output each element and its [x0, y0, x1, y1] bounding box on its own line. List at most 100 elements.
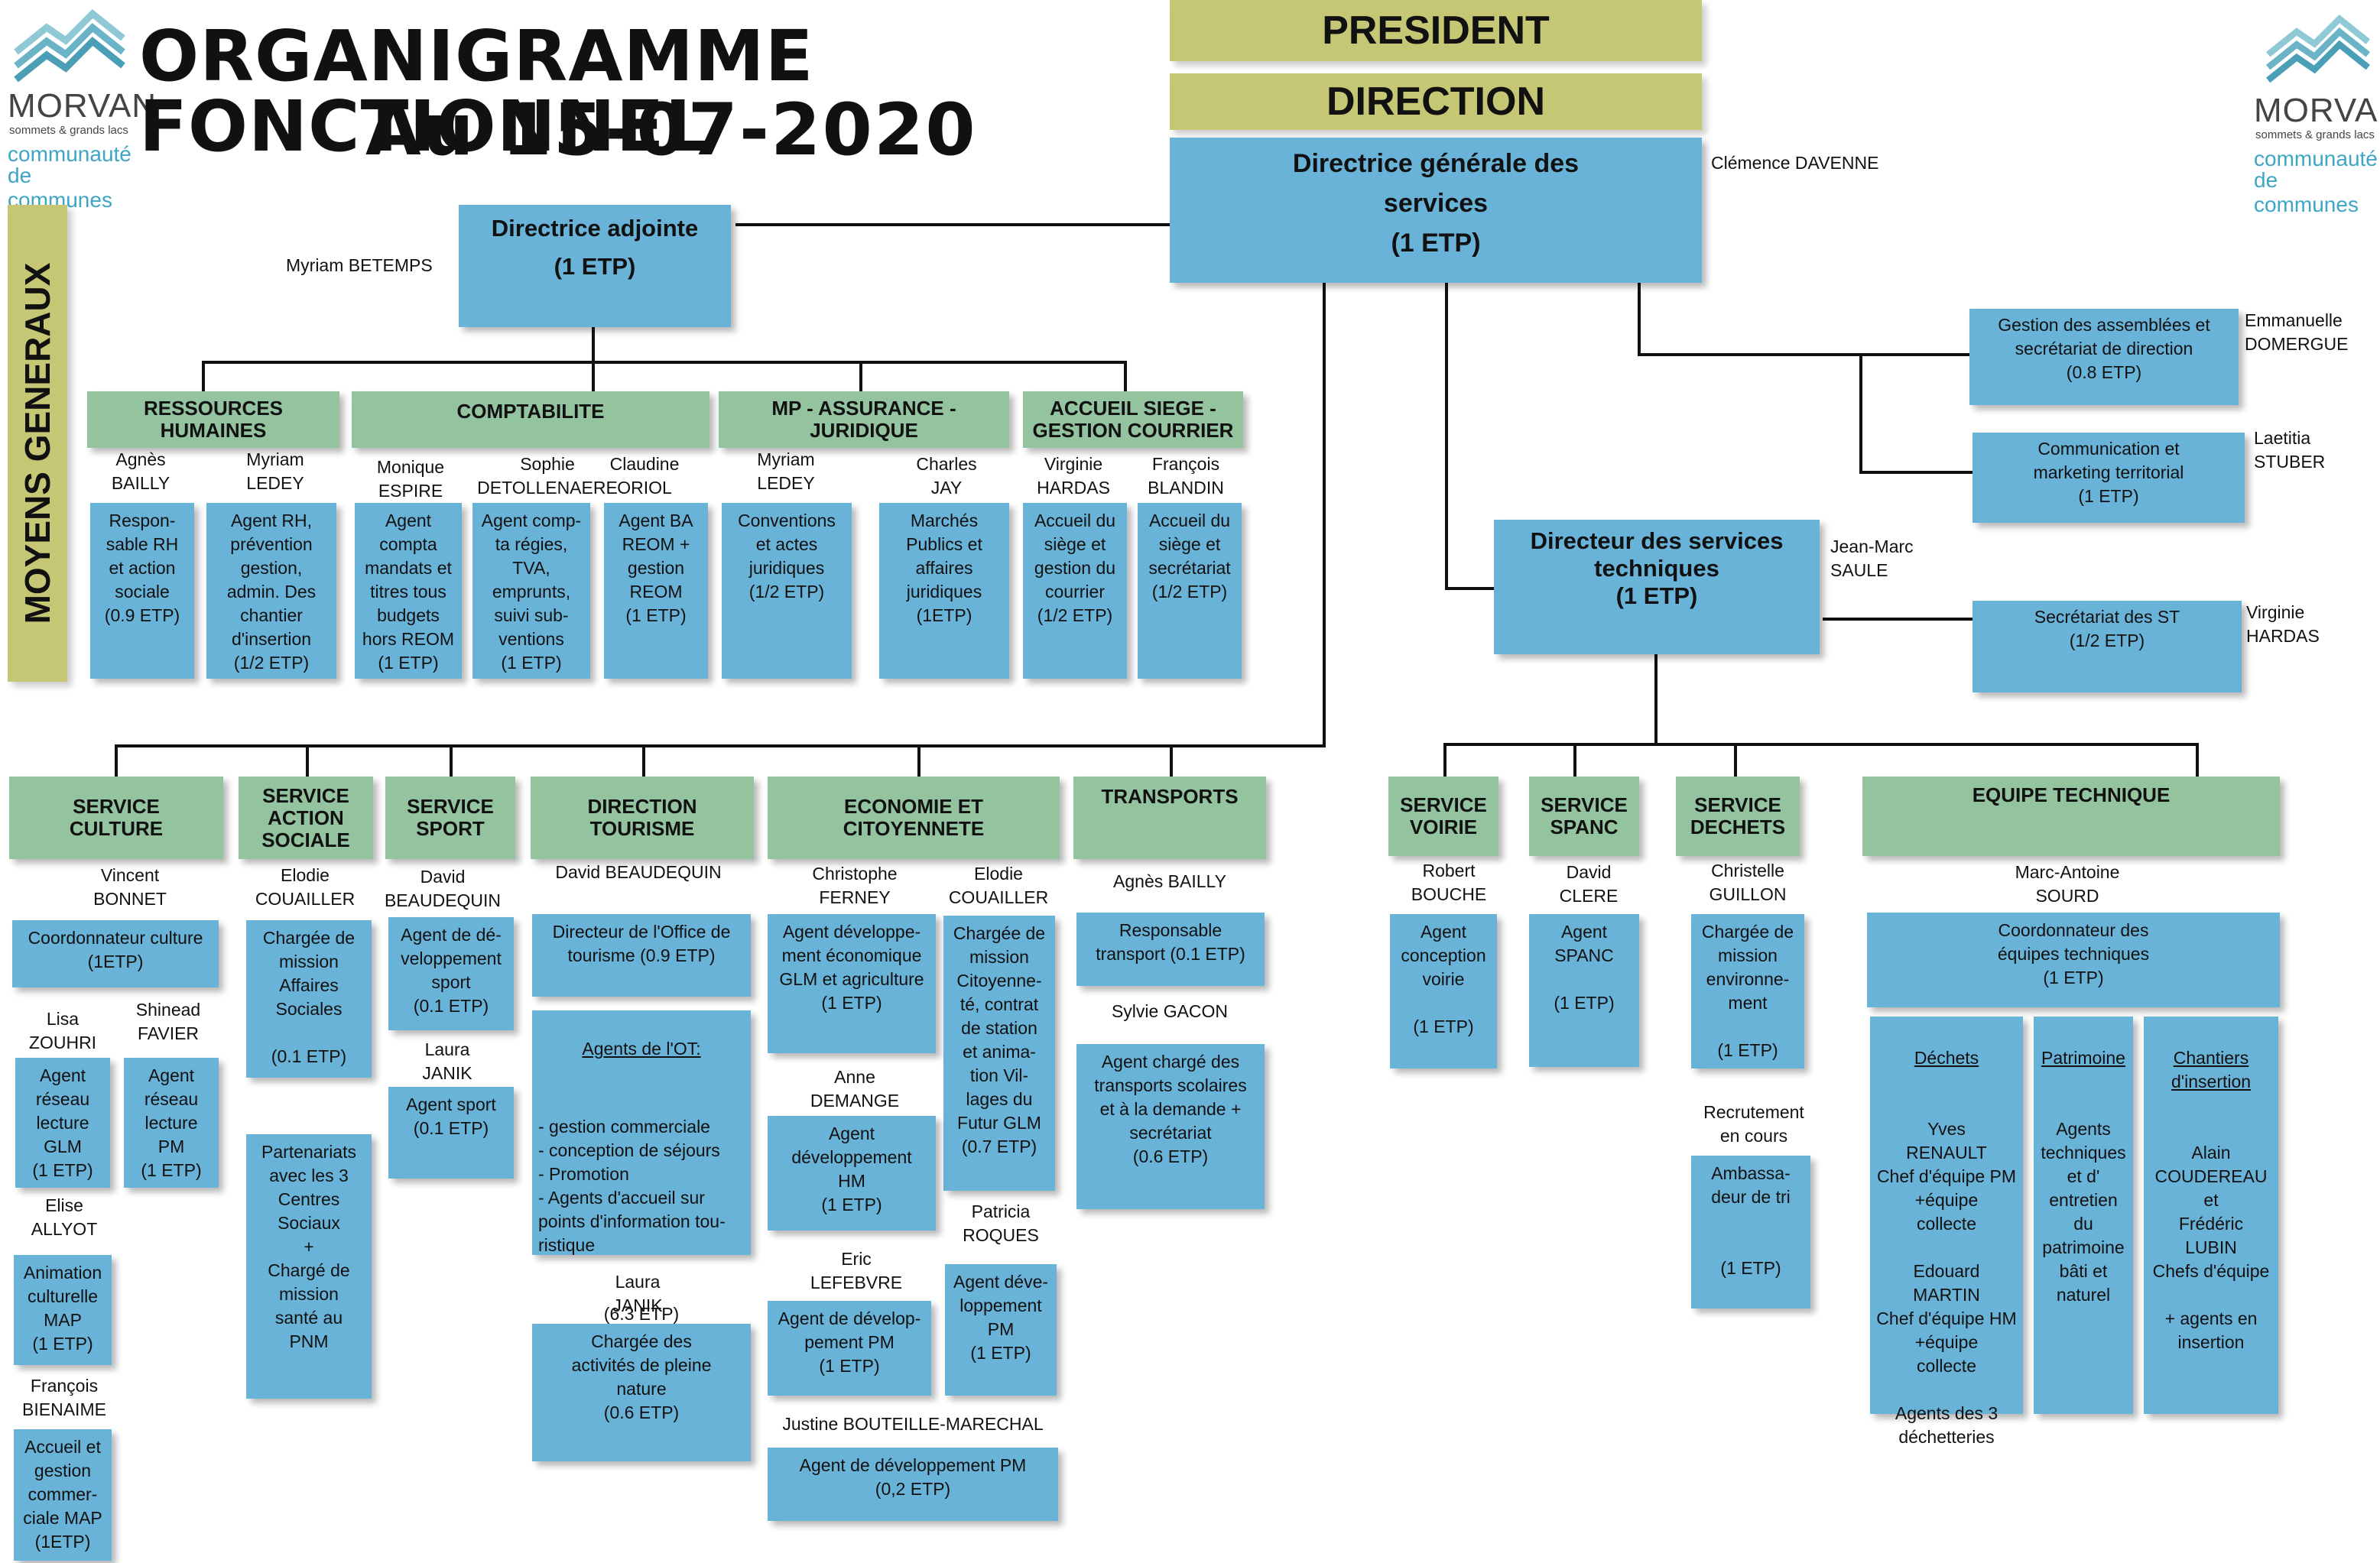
mg-role-box: Agent BA REOM + gestion REOM (1 ETP)	[604, 503, 708, 679]
head-spanc: SERVICE SPANC	[1529, 777, 1639, 856]
mg-person: François BLANDIN	[1148, 454, 1224, 498]
transports-person: Sylvie GACON	[1111, 1001, 1229, 1021]
mountain-logo-icon	[14, 8, 125, 83]
tourisme-role-box: Directeur de l'Office de tourisme (0.9 E…	[532, 914, 751, 997]
dechets-person: Christelle GUILLON	[1709, 861, 1787, 904]
secretariat-st-box: Secrétariat des ST (1/2 ETP)	[1973, 601, 2242, 692]
culture-person: Vincent BONNET	[93, 865, 167, 909]
mg-role-box: Accueil du siège et secrétariat (1/2 ETP…	[1138, 503, 1242, 679]
culture-role-box: Accueil et gestion commer- ciale MAP (1E…	[14, 1429, 112, 1561]
tourisme-ot-box: Agents de l'OT: - gestion commerciale - …	[532, 1010, 751, 1324]
equipe-role-box: Coordonnateur des équipes techniques (1 …	[1867, 913, 2280, 1007]
equipe-chantiers-box: Chantiers d'insertion Alain COUDEREAU et…	[2144, 1017, 2278, 1414]
logo-right: MORVAN sommets & grands lacs communauté …	[2248, 6, 2380, 216]
transports-role-box: Agent chargé des transports scolaires et…	[1076, 1044, 1265, 1209]
dst-box: Directeur des services techniques (1 ETP…	[1494, 520, 1820, 654]
head-comptabilite: COMPTABILITE	[352, 391, 709, 448]
economie-role-box: Agent de développement PM (0,2 ETP)	[768, 1448, 1058, 1521]
dechets-role-box: Ambassa- deur de tri (1 ETP)	[1691, 1156, 1810, 1308]
economie-role-box: Agent de dévelop- pement PM (1 ETP)	[768, 1301, 931, 1396]
mg-role-box: Marchés Publics et affaires juridiques (…	[879, 503, 1009, 679]
sport-person: David BEAUDEQUIN	[384, 867, 502, 910]
culture-person: Shinead FAVIER	[135, 1000, 201, 1043]
dechets-role-box: Chargée de mission environne- ment (1 ET…	[1691, 914, 1804, 1068]
logo-tagline: sommets & grands lacs	[2255, 128, 2375, 141]
voirie-person: Robert BOUCHE	[1411, 861, 1487, 904]
culture-role-box: Animation culturelle MAP (1 ETP)	[14, 1255, 112, 1365]
mg-role-box: Respon- sable RH et action sociale (0.9 …	[90, 503, 194, 679]
economie-role-box: Chargée de mission Citoyenne- té, contra…	[943, 916, 1055, 1191]
economie-person: Eric LEFEBVRE	[810, 1249, 903, 1292]
secretariat-st-person: Virginie HARDAS	[2246, 602, 2320, 646]
equipe-dechets-title: Déchets	[1914, 1048, 1979, 1068]
culture-person: Elise ALLYOT	[31, 1195, 98, 1239]
mg-person: Claudine ORIOL	[609, 454, 680, 498]
head-voirie: SERVICE VOIRIE	[1388, 777, 1498, 856]
head-mp-juridique: MP - ASSURANCE - JURIDIQUE	[719, 391, 1009, 448]
equipe-chantiers-text: Alain COUDEREAU et Frédéric LUBIN Chefs …	[2152, 1143, 2270, 1352]
mg-person: Monique ESPIRE	[376, 457, 445, 501]
mg-person: Agnès BAILLY	[111, 449, 170, 493]
logo-line2: de communes	[2254, 168, 2359, 216]
social-role-box: Chargée de mission Affaires Sociales (0.…	[246, 920, 372, 1078]
equipe-patrimoine-title: Patrimoine	[2041, 1048, 2125, 1068]
head-equipe-technique: EQUIPE TECHNIQUE	[1862, 777, 2280, 856]
economie-person: Anne DEMANGE	[810, 1067, 900, 1111]
mg-person: Sophie DETOLLENAERE	[477, 454, 618, 498]
equipe-patrimoine-box: Patrimoine Agents techniques et d' entre…	[2034, 1017, 2133, 1414]
head-accueil: ACCUEIL SIEGE - GESTION COURRIER	[1023, 391, 1243, 448]
assemblees-person: Emmanuelle DOMERGUE	[2245, 310, 2349, 354]
head-dechets: SERVICE DECHETS	[1676, 777, 1800, 856]
president-box: PRESIDENT	[1170, 0, 1702, 61]
head-economie: ECONOMIE ET CITOYENNETE	[768, 777, 1060, 859]
tourisme-role-box: Chargée des activités de pleine nature (…	[532, 1324, 751, 1461]
ot-etp: (6.3 ETP)	[603, 1304, 680, 1324]
transports-role-box: Responsable transport (0.1 ETP)	[1076, 913, 1265, 986]
equipe-patrimoine-text: Agents techniques et d' entretien du pat…	[2041, 1119, 2126, 1305]
dgs-person: Clémence DAVENNE	[1711, 153, 1879, 173]
social-person: Elodie COUAILLER	[255, 865, 356, 909]
assemblees-box: Gestion des assemblées et secrétariat de…	[1969, 309, 2239, 405]
social-role-box: Partenariats avec les 3 Centres Sociaux …	[246, 1134, 372, 1399]
page-date: Au 15-07-2020	[365, 89, 977, 172]
mg-person: Virginie HARDAS	[1037, 454, 1110, 498]
logo-tagline: sommets & grands lacs	[9, 124, 128, 137]
mg-role-box: Accueil du siège et gestion du courrier …	[1023, 503, 1127, 679]
adjointe-box: Directrice adjointe (1 ETP)	[459, 205, 731, 327]
mg-role-box: Agent compta mandats et titres tous budg…	[355, 503, 462, 679]
communication-box: Communication et marketing territorial (…	[1973, 433, 2245, 523]
sport-role-box: Agent de dé- veloppement sport (0.1 ETP)	[388, 917, 514, 1030]
equipe-dechets-text: Yves RENAULT Chef d'équipe PM +équipe co…	[1876, 1119, 2017, 1447]
direction-box: DIRECTION	[1170, 73, 1702, 130]
moyens-generaux-label: MOYENS GENERAUX	[8, 205, 67, 682]
tourisme-person: Laura JANIK	[612, 1272, 663, 1315]
economie-person: Patricia ROQUES	[963, 1201, 1039, 1245]
head-sport: SERVICE SPORT	[385, 777, 515, 859]
ot-title: Agents de l'OT:	[582, 1039, 701, 1059]
mg-person: Myriam LEDEY	[757, 449, 815, 493]
culture-role-box: Coordonnateur culture (1ETP)	[12, 920, 219, 987]
head-rh: RESSOURCES HUMAINES	[87, 391, 339, 448]
economie-person: Elodie COUAILLER	[948, 864, 1049, 907]
economie-role-box: Agent développement HM (1 ETP)	[768, 1116, 936, 1231]
mg-person: Myriam LEDEY	[246, 449, 304, 493]
equipe-person: Marc-Antoine SOURD	[2015, 862, 2120, 906]
logo-line1: communauté	[2254, 147, 2378, 170]
head-culture: SERVICE CULTURE	[9, 777, 223, 859]
mg-role-box: Agent comp- ta régies, TVA, emprunts, su…	[472, 503, 590, 679]
voirie-role-box: Agent conception voirie (1 ETP)	[1390, 914, 1497, 1068]
equipe-chantiers-title: Chantiers d'insertion	[2171, 1048, 2252, 1091]
dst-person: Jean-Marc SAULE	[1830, 537, 1914, 580]
communication-person: Laetitia STUBER	[2254, 428, 2326, 472]
head-action-sociale: SERVICE ACTION SOCIALE	[239, 777, 373, 859]
mountain-logo-icon	[2266, 15, 2370, 83]
economie-person: Christophe FERNEY	[812, 864, 898, 907]
head-transports: TRANSPORTS	[1073, 777, 1266, 859]
culture-role-box: Agent réseau lecture PM (1 ETP)	[124, 1058, 219, 1188]
ot-list: - gestion commerciale - conception de sé…	[538, 1117, 726, 1255]
logo-name: MORVAN	[8, 87, 157, 125]
culture-person: François BIENAIME	[22, 1376, 106, 1419]
culture-person: Lisa ZOUHRI	[28, 1009, 97, 1052]
dechets-person: Recrutement en cours	[1703, 1102, 1804, 1146]
mg-role-box: Agent RH, prévention gestion, admin. Des…	[206, 503, 336, 679]
